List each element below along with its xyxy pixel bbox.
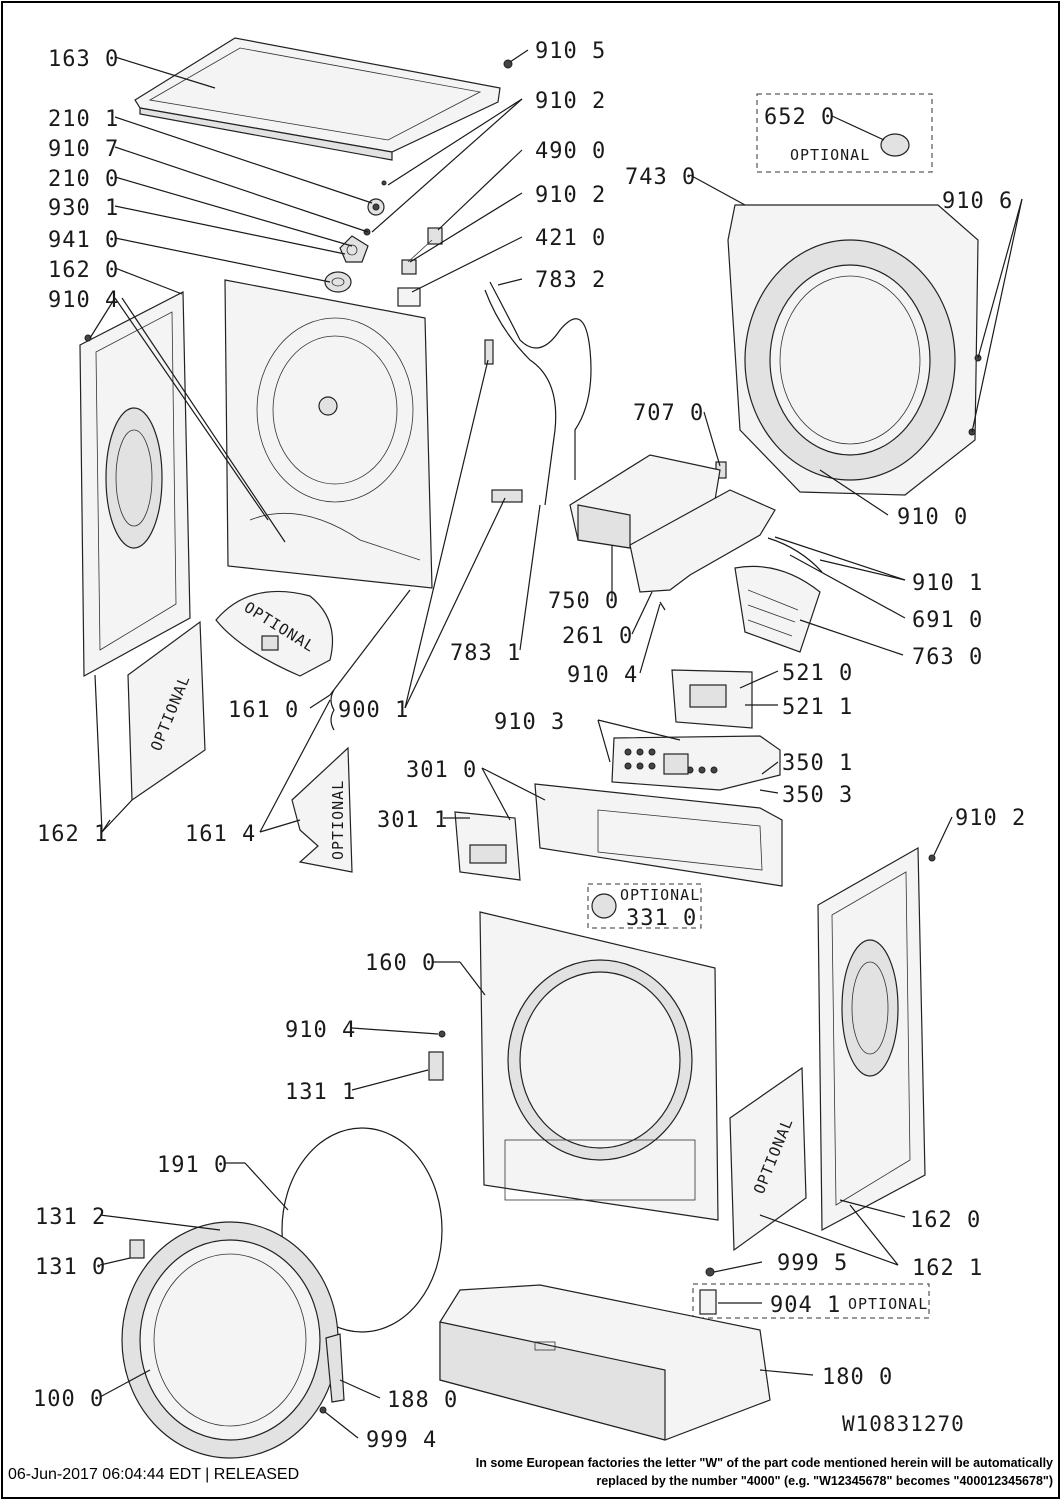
label-162-1a: 162 1 <box>37 822 108 847</box>
release-date: 06-Jun-2017 06:04:44 EDT | RELEASED <box>8 1466 300 1483</box>
group-brace <box>330 689 335 731</box>
part-code-note-line1: In some European factories the letter "W… <box>475 1456 1053 1470</box>
optional-box-331 <box>587 883 702 929</box>
label-421-0: 421 0 <box>535 226 606 251</box>
label-763-0: 763 0 <box>912 645 983 670</box>
optional-sheet-left <box>127 620 206 802</box>
door-gasket <box>281 1127 443 1333</box>
optional-box-904 <box>692 1283 930 1319</box>
optional-331: OPTIONAL <box>620 886 700 904</box>
label-910-7: 910 7 <box>48 137 119 162</box>
label-261-0: 261 0 <box>562 624 633 649</box>
label-162-1b: 162 1 <box>912 1256 983 1281</box>
part-code-note-line2: replaced by the number "4000" (e.g. "W12… <box>596 1474 1053 1488</box>
label-910-4a: 910 4 <box>48 288 119 313</box>
label-743-0: 743 0 <box>625 165 696 190</box>
foot-999-5 <box>705 1267 715 1277</box>
label-350-3: 350 3 <box>782 783 853 808</box>
label-188-0: 188 0 <box>387 1388 458 1413</box>
filter-parts <box>734 537 823 653</box>
label-161-4: 161 4 <box>185 822 256 847</box>
label-301-1: 301 1 <box>377 808 448 833</box>
label-910-5: 910 5 <box>535 39 606 64</box>
label-210-0: 210 0 <box>48 167 119 192</box>
label-910-6: 910 6 <box>942 189 1013 214</box>
label-161-0: 161 0 <box>228 698 299 723</box>
optional-sheet-right <box>729 1066 807 1252</box>
label-691-0: 691 0 <box>912 608 983 633</box>
label-910-2c: 910 2 <box>955 806 1026 831</box>
dispenser-housing <box>569 454 721 549</box>
label-162-0b: 162 0 <box>910 1208 981 1233</box>
label-521-0: 521 0 <box>782 661 853 686</box>
sensor-parts <box>397 227 443 322</box>
screw-910-4 <box>438 1030 446 1038</box>
label-652-0: 652 0 <box>764 105 835 130</box>
label-331-0: 331 0 <box>626 906 697 931</box>
front-bulkhead <box>727 204 982 496</box>
screw-999-4 <box>319 1406 327 1414</box>
knob-331 <box>591 893 617 919</box>
leader-lines <box>89 49 1023 1439</box>
label-910-1: 910 1 <box>912 571 983 596</box>
label-521-1: 521 1 <box>782 695 853 720</box>
label-131-2: 131 2 <box>35 1205 106 1230</box>
control-board <box>671 669 753 729</box>
label-910-4c: 910 4 <box>285 1018 356 1043</box>
label-999-4: 999 4 <box>366 1428 437 1453</box>
label-910-4b: 910 4 <box>567 663 638 688</box>
lock-131-1 <box>428 1051 444 1081</box>
label-490-0: 490 0 <box>535 139 606 164</box>
door-hinge-188 <box>325 1333 345 1403</box>
front-panel <box>479 911 719 1221</box>
optional-652: OPTIONAL <box>790 146 870 164</box>
label-191-0: 191 0 <box>157 1153 228 1178</box>
label-350-1: 350 1 <box>782 751 853 776</box>
label-910-2b: 910 2 <box>535 183 606 208</box>
label-750-0: 750 0 <box>548 589 619 614</box>
label-301-0: 301 0 <box>406 758 477 783</box>
hinge-131-0 <box>129 1239 145 1259</box>
sensor-652 <box>880 133 910 157</box>
label-160-0: 160 0 <box>365 951 436 976</box>
console-panel <box>454 783 783 887</box>
screw-910-2 <box>928 854 936 862</box>
label-163-0: 163 0 <box>48 47 119 72</box>
label-910-0: 910 0 <box>897 505 968 530</box>
label-783-2: 783 2 <box>535 268 606 293</box>
part-labels: 163 0 910 5 210 1 910 2 910 7 490 0 210 … <box>33 39 1026 1453</box>
optional-904: OPTIONAL <box>848 1295 928 1313</box>
rear-panel <box>224 279 433 589</box>
optional-piece-161-4 <box>291 746 353 873</box>
label-131-0: 131 0 <box>35 1255 106 1280</box>
label-910-3: 910 3 <box>494 710 565 735</box>
label-131-1: 131 1 <box>285 1080 356 1105</box>
label-210-1: 210 1 <box>48 107 119 132</box>
label-180-0: 180 0 <box>822 1365 893 1390</box>
drawing-code: W10831270 <box>842 1412 965 1436</box>
top-panel <box>134 37 501 161</box>
part-904-1 <box>699 1289 717 1315</box>
hoses <box>484 281 592 506</box>
label-930-1: 930 1 <box>48 196 119 221</box>
user-interface-board <box>611 735 781 791</box>
label-910-2a: 910 2 <box>535 89 606 114</box>
label-900-1: 900 1 <box>338 698 409 723</box>
left-side-panel <box>79 291 191 678</box>
door-assembly <box>121 1221 339 1459</box>
label-783-1: 783 1 <box>450 641 521 666</box>
label-999-5: 999 5 <box>777 1251 848 1276</box>
right-side-panel <box>817 846 926 1231</box>
label-941-0: 941 0 <box>48 228 119 253</box>
label-100-0: 100 0 <box>33 1387 104 1412</box>
label-707-0: 707 0 <box>633 401 704 426</box>
optional-disc-161 <box>215 590 334 677</box>
channel-261 <box>629 489 776 593</box>
plinth-drawer <box>439 1284 771 1441</box>
label-162-0a: 162 0 <box>48 258 119 283</box>
label-904-1: 904 1 <box>770 1293 841 1318</box>
optional-161-4: OPTIONAL <box>329 780 347 860</box>
